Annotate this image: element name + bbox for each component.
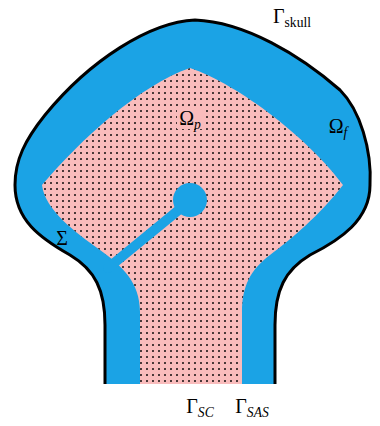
- region-label: Ωf: [327, 115, 350, 137]
- symbol: Ω: [179, 107, 194, 129]
- region-label: Ωp: [177, 107, 203, 129]
- subscript: SC: [198, 405, 214, 420]
- region-label: ΓSAS: [233, 395, 270, 417]
- skull-boundary: [15, 20, 370, 384]
- region-label: Γskull: [271, 5, 313, 27]
- symbol: Γ: [186, 395, 198, 417]
- symbol: Σ: [56, 227, 68, 249]
- subscript: p: [194, 117, 201, 132]
- ventricle: [173, 183, 207, 217]
- subscript: SAS: [247, 405, 269, 420]
- subscript: skull: [285, 15, 311, 30]
- aqueduct-channel: [108, 204, 186, 268]
- symbol: Γ: [273, 5, 285, 27]
- symbol: Γ: [235, 395, 247, 417]
- region-label: Σ: [54, 227, 70, 249]
- subscript: f: [344, 125, 348, 140]
- symbol: Ω: [329, 115, 344, 137]
- region-label: ΓSC: [184, 395, 215, 417]
